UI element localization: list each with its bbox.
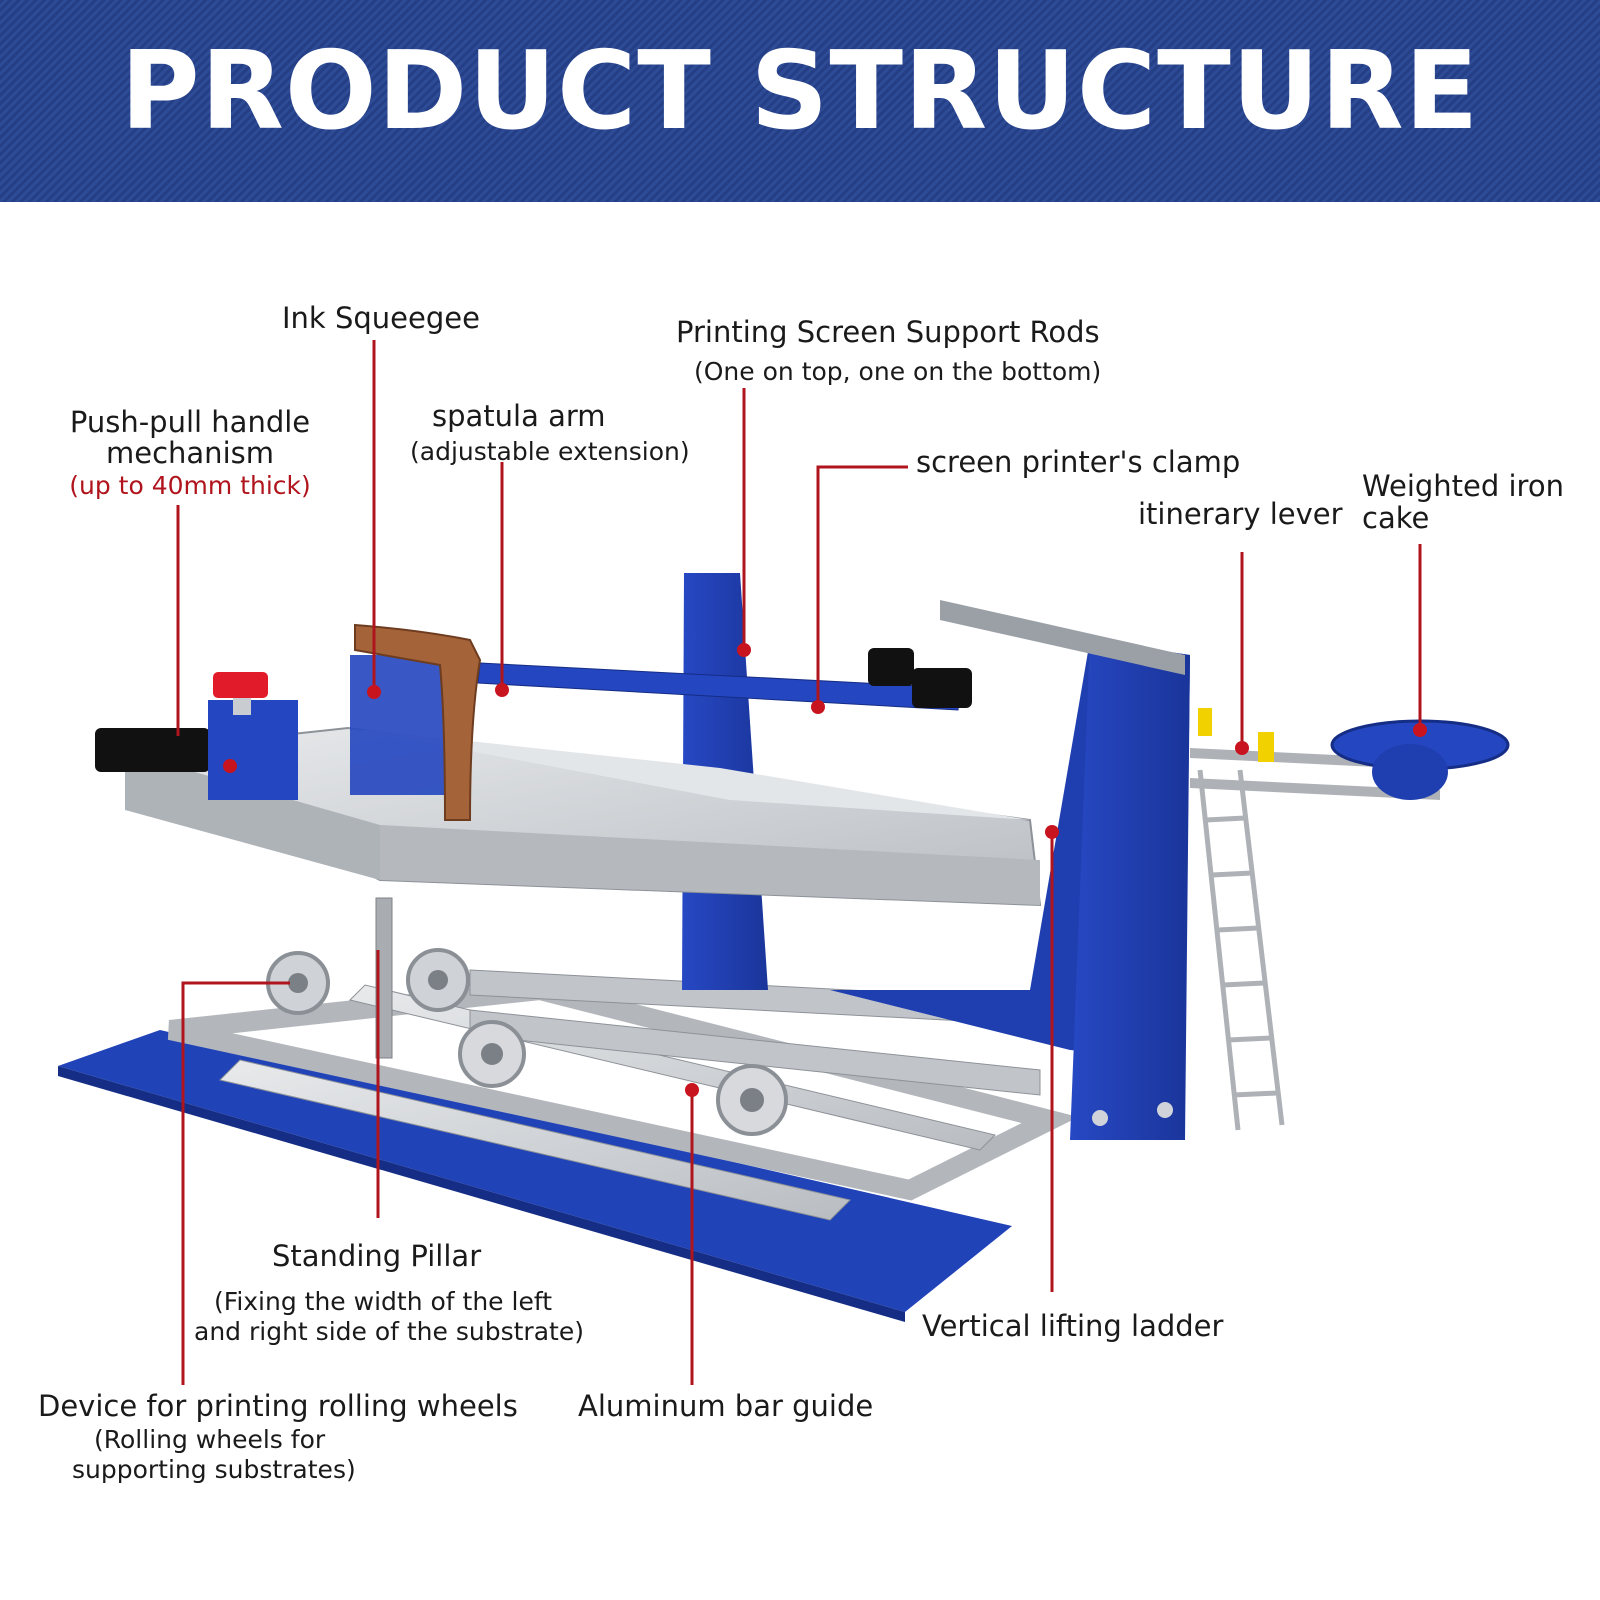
- label-aluminum-guide: Aluminum bar guide: [578, 1389, 874, 1423]
- label-standing-pillar: Standing Pillar: [272, 1239, 482, 1273]
- label-push-pull-line1: Push-pull handle: [69, 405, 311, 439]
- label-rolling-wheels-note2: supporting substrates): [72, 1455, 356, 1484]
- page-title: PRODUCT STRUCTURE: [120, 29, 1480, 154]
- lifting-ladder: [1197, 769, 1285, 1131]
- screen-frame: [121, 726, 1042, 907]
- push-pull-handle: [95, 672, 298, 800]
- label-clamp: screen printer's clamp: [916, 445, 1241, 479]
- header-banner: PRODUCT STRUCTURE: [0, 0, 1600, 202]
- leader-clamp: [816, 465, 908, 707]
- label-push-pull-line2: mechanism: [106, 436, 274, 470]
- label-push-pull-note: (up to 40mm thick): [69, 471, 311, 500]
- label-weighted-line1: Weighted iron: [1362, 469, 1564, 503]
- spatula-arm-bar: [477, 662, 961, 711]
- label-standing-pillar-note2: and right side of the substrate): [194, 1317, 584, 1346]
- leader-rolling-wheels: [181, 981, 290, 1385]
- label-support-rods-note: (One on top, one on the bottom): [694, 357, 1102, 386]
- label-ink-squeegee: Ink Squeegee: [282, 301, 480, 335]
- label-itinerary-lever: itinerary lever: [1138, 497, 1343, 531]
- label-spatula-arm: spatula arm: [432, 399, 606, 433]
- rolling-wheels: [266, 948, 788, 1136]
- leader-lines: [176, 340, 1422, 1385]
- label-rolling-wheels-note1: (Rolling wheels for: [94, 1425, 326, 1454]
- clamp-knobs: [868, 648, 972, 708]
- label-weighted-line2: cake: [1362, 501, 1430, 535]
- label-vertical-ladder: Vertical lifting ladder: [922, 1309, 1224, 1343]
- label-spatula-arm-note: (adjustable extension): [410, 437, 690, 466]
- label-standing-pillar-note1: (Fixing the width of the left: [214, 1287, 553, 1316]
- weighted-iron-cake: [1330, 719, 1510, 800]
- base-plate: [58, 1030, 1012, 1312]
- standing-pillar: [375, 897, 393, 1059]
- label-support-rods: Printing Screen Support Rods: [676, 315, 1100, 349]
- squeegee: [350, 623, 482, 821]
- label-rolling-wheels: Device for printing rolling wheels: [38, 1389, 518, 1423]
- leader-dots: [223, 643, 1427, 1097]
